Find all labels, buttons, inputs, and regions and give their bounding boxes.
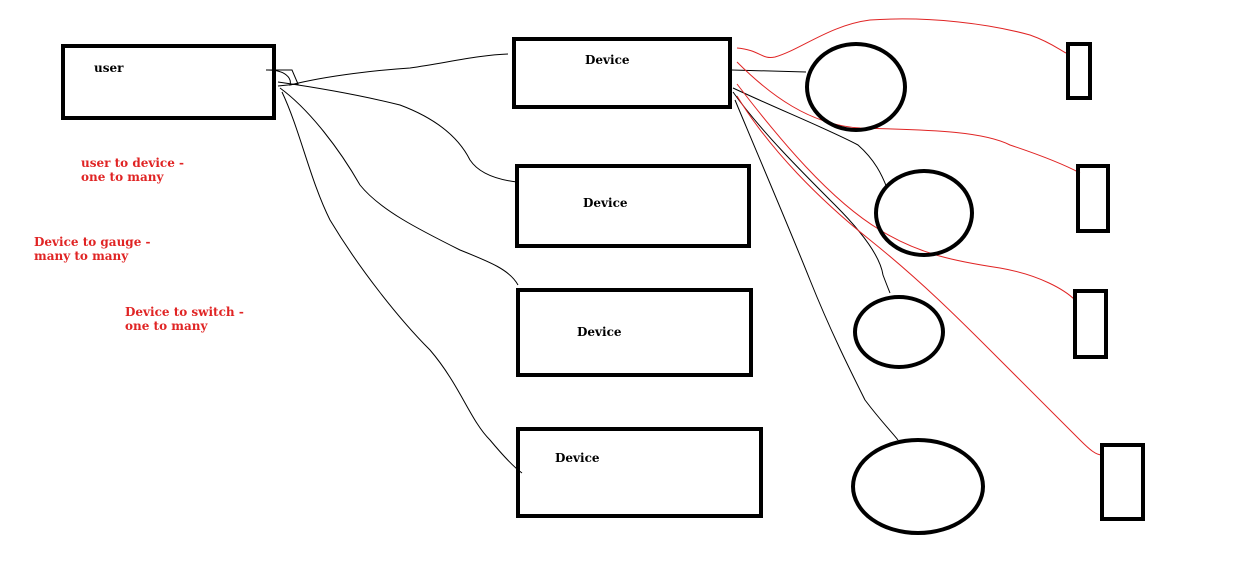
connector-device-gauge-1	[731, 69, 807, 73]
gauge-4	[851, 438, 985, 535]
note-user-to-device: user to device - one to many	[81, 156, 184, 184]
connector-user-device-4	[281, 91, 523, 474]
user-box: user	[61, 44, 276, 120]
connector-user-stub	[266, 69, 299, 87]
note-line: one to many	[81, 170, 164, 184]
device-box-label: Device	[577, 325, 622, 339]
connector-device-switch-1	[736, 18, 1067, 59]
note-line: many to many	[34, 249, 129, 263]
device-box-label: Device	[555, 451, 600, 465]
connector-user-device-3	[279, 87, 519, 286]
device-box-label: Device	[585, 53, 630, 67]
switch-2	[1076, 164, 1110, 233]
gauge-3	[853, 295, 945, 369]
device-box-2: Device	[515, 164, 751, 248]
switch-1	[1066, 42, 1092, 100]
gauge-1	[805, 42, 907, 132]
note-device-to-gauge: Device to gauge - many to many	[34, 235, 151, 263]
note-line: one to many	[125, 319, 208, 333]
connector-user-device-2	[277, 81, 518, 183]
user-box-label: user	[94, 61, 124, 75]
connector-device-gauge-2	[732, 87, 888, 189]
connector-device-switch-2	[736, 61, 1081, 174]
note-line: Device to switch -	[125, 305, 244, 319]
note-line: user to device -	[81, 156, 184, 170]
device-box-4: Device	[516, 427, 763, 518]
switch-4	[1100, 443, 1145, 521]
gauge-2	[874, 169, 974, 257]
connector-device-gauge-3	[732, 91, 891, 294]
connector-user-device-1	[267, 53, 509, 86]
note-line: Device to gauge -	[34, 235, 151, 249]
connector-device-gauge-4	[734, 99, 899, 441]
device-box-1: Device	[512, 37, 732, 109]
note-device-to-switch: Device to switch - one to many	[125, 305, 244, 333]
switch-3	[1073, 289, 1108, 359]
device-box-label: Device	[583, 196, 628, 210]
device-box-3: Device	[516, 288, 753, 377]
connector-device-switch-4	[736, 95, 1103, 456]
